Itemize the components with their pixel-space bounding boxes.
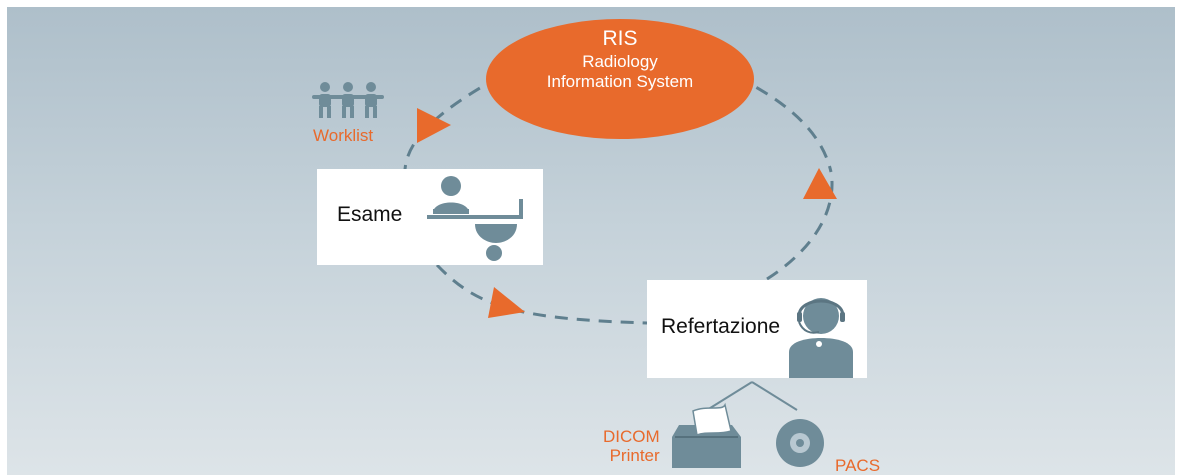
ris-title: RIS [602, 27, 638, 50]
ris-subtitle-line2: Information System [546, 71, 694, 91]
ris-label: RIS Radiology Information System [495, 27, 745, 91]
workflow-diagram: RIS Radiology Information System Worklis… [7, 7, 1175, 475]
ris-ellipse [486, 19, 754, 139]
arrow-triangle-icon [803, 168, 837, 199]
dicom-printer-label-line2: Printer [609, 445, 660, 465]
dicom-printer-label-line1: DICOM [603, 427, 660, 446]
patient-on-table-icon [427, 176, 523, 261]
workflow-graphics [312, 19, 837, 468]
output-connector [706, 381, 753, 411]
radiologist-headset-icon [789, 298, 853, 378]
output-connector [751, 381, 798, 411]
ris-subtitle-line1: Radiology [582, 52, 658, 72]
worklist-label: Worklist [313, 126, 374, 145]
disc-storage-icon [776, 419, 824, 467]
arrow-triangle-icon [417, 108, 451, 143]
refertazione-label: Refertazione [661, 315, 781, 338]
esame-label: Esame [337, 203, 403, 226]
printer-icon [672, 402, 741, 468]
people-group-icon [312, 82, 384, 118]
pacs-label: PACS [835, 456, 881, 475]
refertazione-box: Refertazione [647, 280, 867, 378]
dicom-printer-label: DICOM Printer [603, 427, 660, 465]
arrow-triangle-icon [488, 287, 525, 318]
esame-box: Esame [317, 169, 543, 265]
